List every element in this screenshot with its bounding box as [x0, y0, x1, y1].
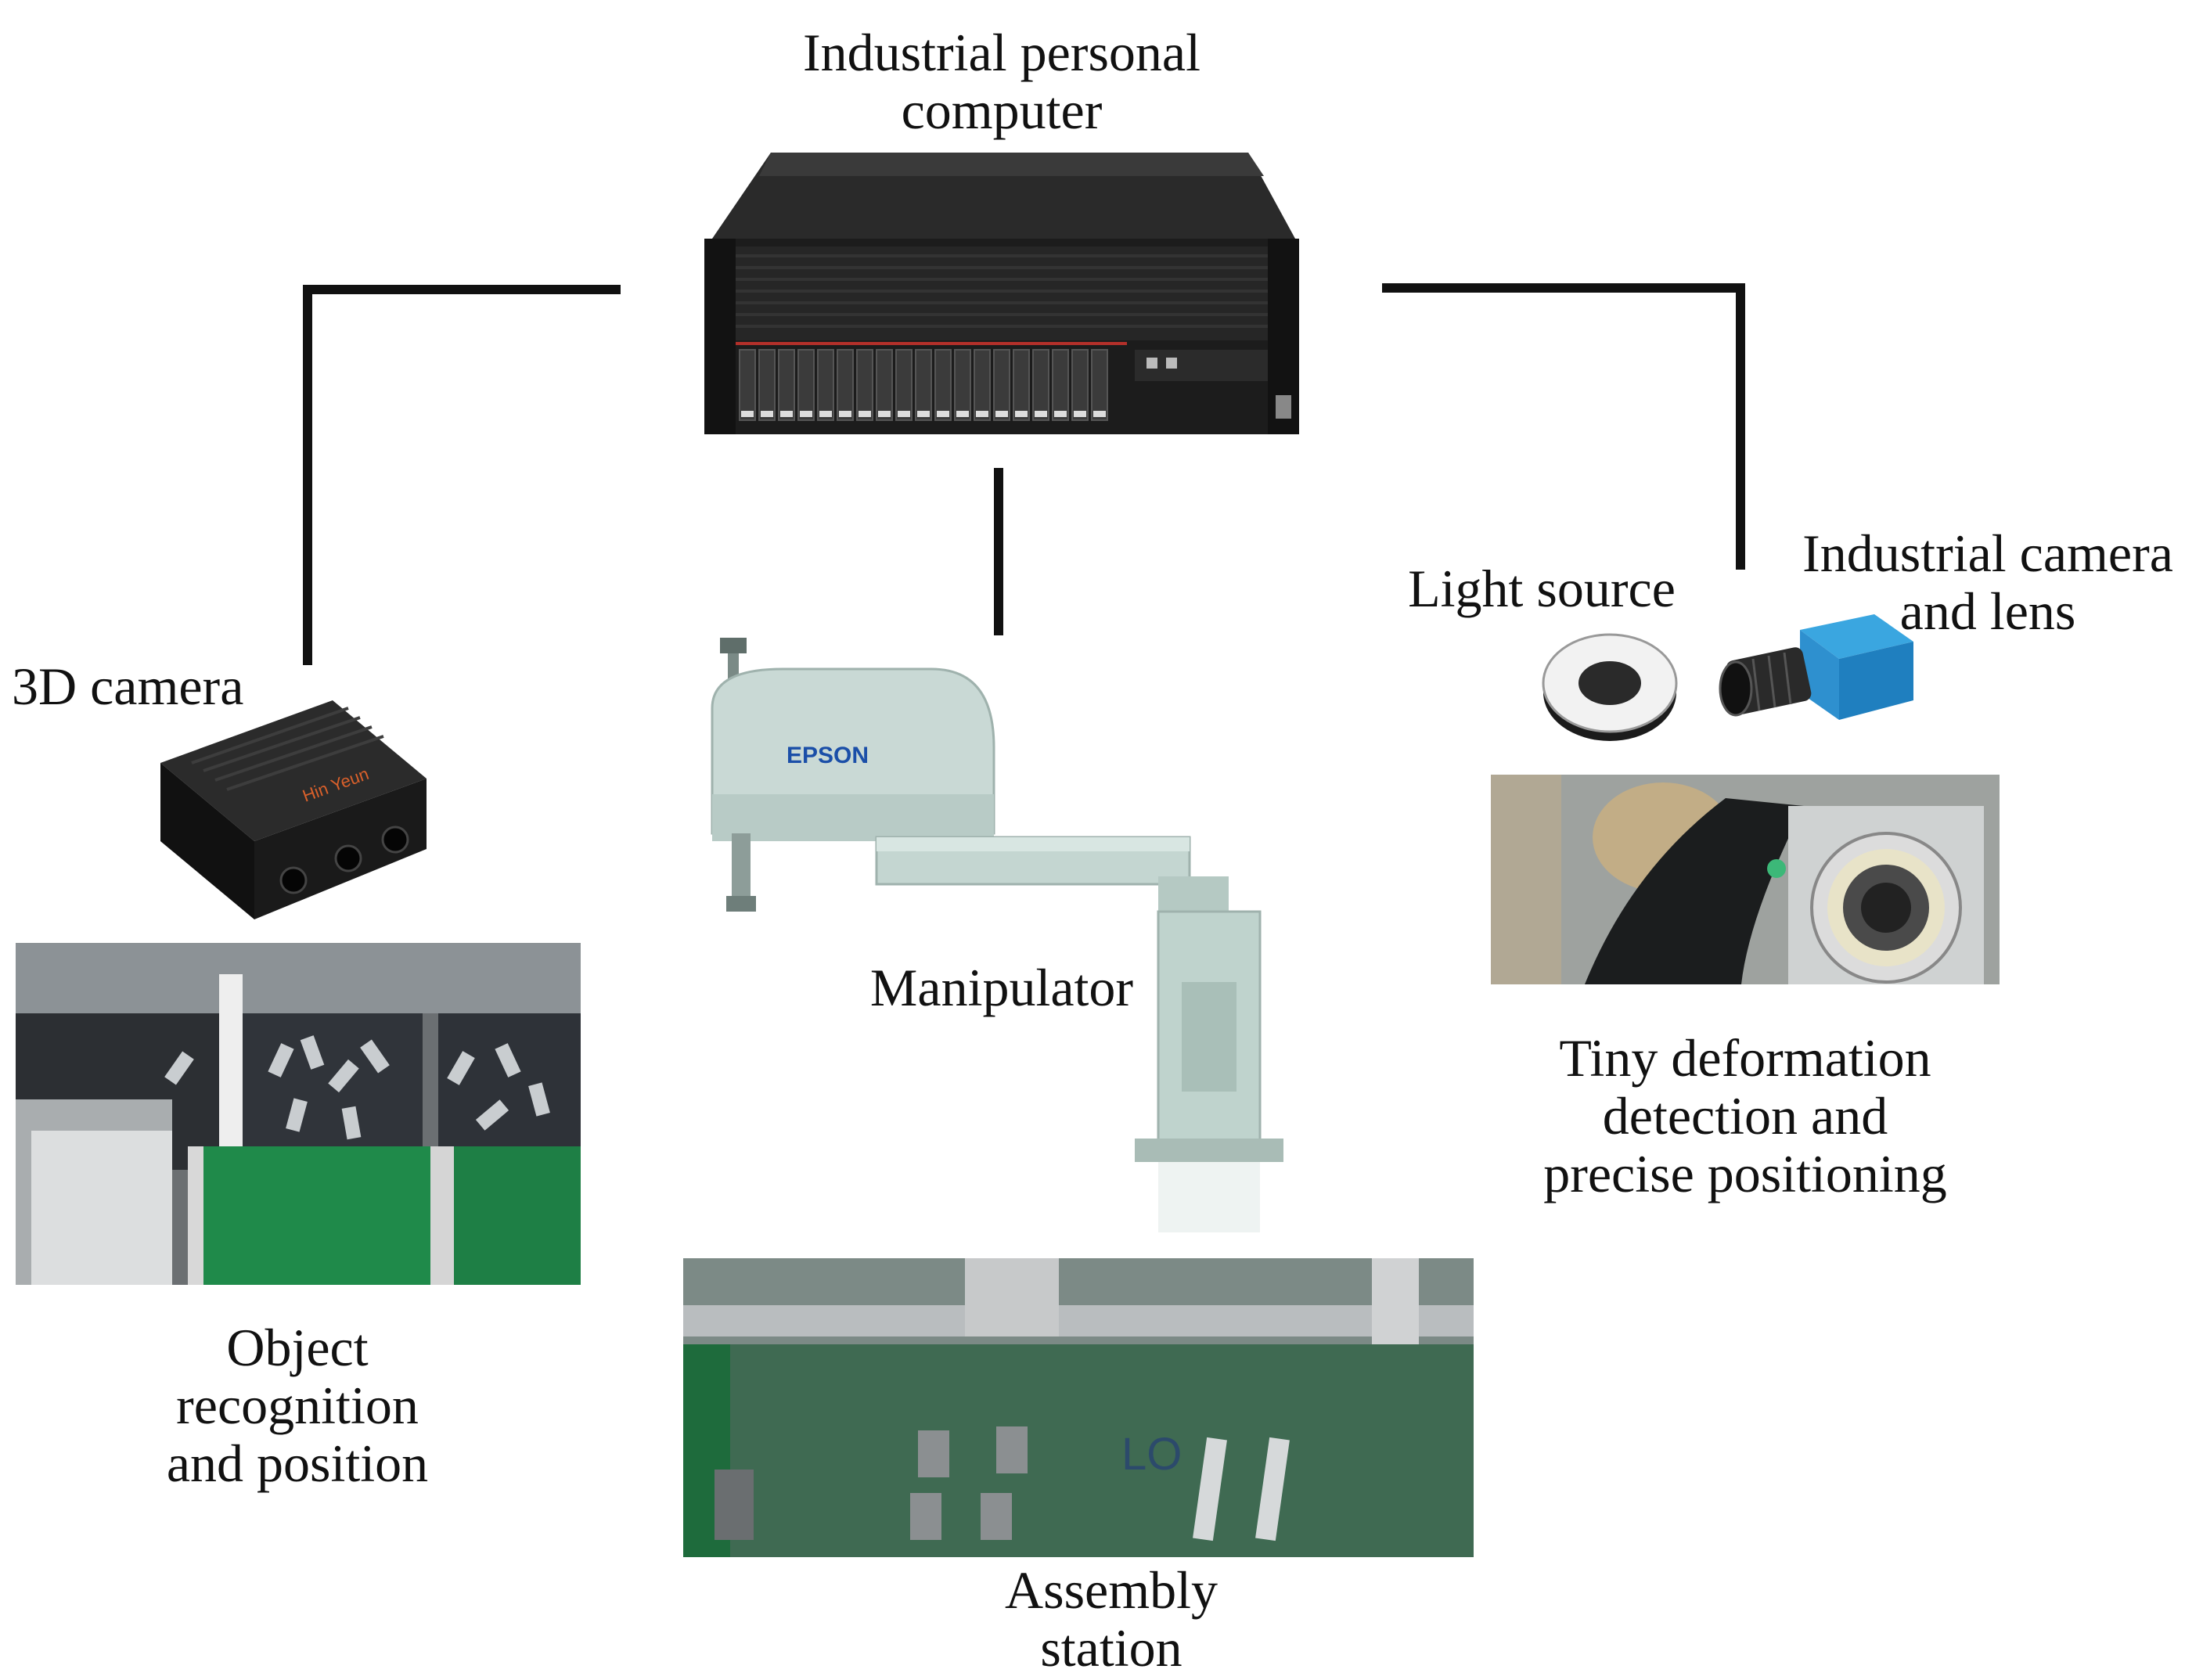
3d-camera-image: Hin Yeun [145, 693, 434, 919]
connector-ipc-to-industrial-camera [1382, 283, 1745, 570]
industrial-camera-image [1714, 610, 1925, 728]
manipulator-image: EPSON [697, 638, 1307, 1232]
deformation-detection-label: Tiny deformation detection and precise p… [1543, 1028, 1947, 1203]
robot-brand-text: EPSON [787, 743, 869, 768]
deformation-detection-photo [1491, 775, 2000, 984]
svg-text:LO: LO [1121, 1429, 1182, 1480]
3d-camera-label: 3D camera [12, 657, 244, 716]
assembly-station-label: Assembly station [1005, 1560, 1218, 1678]
object-recognition-photo [16, 943, 581, 1285]
object-recognition-label: Object recognition and position [166, 1318, 429, 1493]
light-source-image [1538, 622, 1683, 747]
manipulator-label: Manipulator [869, 958, 1134, 1017]
ipc-label: Industrial personal computer [803, 23, 1200, 140]
assembly-station-photo: LO [683, 1258, 1474, 1557]
connector-ipc-to-3d-camera [303, 285, 621, 665]
light-source-label: Light source [1408, 559, 1676, 618]
industrial-camera-label: Industrial camera and lens [1802, 523, 2173, 641]
industrial-pc-image [697, 145, 1307, 438]
